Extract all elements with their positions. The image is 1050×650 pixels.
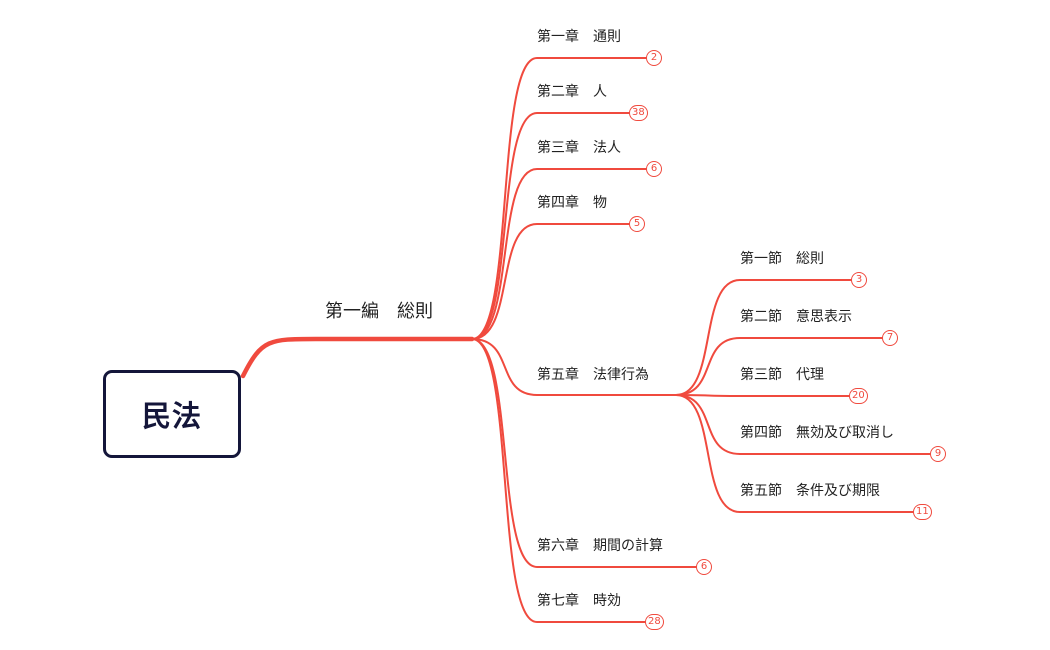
connector-chapter-6 bbox=[471, 338, 697, 568]
connector-section-1 bbox=[675, 279, 852, 396]
section-2-count-badge[interactable]: 7 bbox=[882, 330, 898, 346]
section-1-count-badge[interactable]: 3 bbox=[851, 272, 867, 288]
chapter-2-count-badge[interactable]: 38 bbox=[629, 105, 648, 121]
connector-section-5 bbox=[675, 394, 914, 513]
connector-chapter-1 bbox=[471, 57, 647, 340]
chapter-6-count-badge[interactable]: 6 bbox=[696, 559, 712, 575]
connector-chapter-5 bbox=[471, 338, 677, 396]
chapter-3-label[interactable]: 第三章 法人 bbox=[537, 140, 621, 156]
chapter-6-label[interactable]: 第六章 期間の計算 bbox=[537, 538, 663, 554]
chapter-4-count-badge[interactable]: 5 bbox=[629, 216, 645, 232]
chapter-7-label[interactable]: 第七章 時効 bbox=[537, 593, 621, 609]
section-3-count-badge[interactable]: 20 bbox=[849, 388, 868, 404]
chapter-5-label[interactable]: 第五章 法律行為 bbox=[537, 367, 649, 383]
connector-chapter-2 bbox=[471, 112, 630, 340]
chapter-3-count-badge[interactable]: 6 bbox=[646, 161, 662, 177]
connector-root-to-branch bbox=[240, 336, 475, 379]
section-4-label[interactable]: 第四節 無効及び取消し bbox=[740, 425, 894, 441]
chapter-4-label[interactable]: 第四章 物 bbox=[537, 195, 607, 211]
chapter-1-count-badge[interactable]: 2 bbox=[646, 50, 662, 66]
connector-chapter-7 bbox=[471, 338, 646, 623]
connector-section-2 bbox=[675, 337, 883, 396]
connector-section-3 bbox=[675, 394, 850, 397]
branch-label-part1[interactable]: 第一編 総則 bbox=[325, 301, 433, 322]
section-3-label[interactable]: 第三節 代理 bbox=[740, 367, 824, 383]
section-2-label[interactable]: 第二節 意思表示 bbox=[740, 309, 852, 325]
chapter-1-label[interactable]: 第一章 通則 bbox=[537, 29, 621, 45]
section-4-count-badge[interactable]: 9 bbox=[930, 446, 946, 462]
section-1-label[interactable]: 第一節 総則 bbox=[740, 251, 824, 267]
section-5-count-badge[interactable]: 11 bbox=[913, 504, 932, 520]
chapter-2-label[interactable]: 第二章 人 bbox=[537, 84, 607, 100]
connector-section-4 bbox=[675, 394, 931, 455]
chapter-7-count-badge[interactable]: 28 bbox=[645, 614, 664, 630]
root-label: 民法 bbox=[141, 399, 202, 433]
connector-chapter-3 bbox=[471, 168, 647, 340]
root-node[interactable]: 民法 bbox=[103, 370, 241, 458]
connector-chapter-4 bbox=[471, 223, 630, 340]
section-5-label[interactable]: 第五節 条件及び期限 bbox=[740, 483, 880, 499]
